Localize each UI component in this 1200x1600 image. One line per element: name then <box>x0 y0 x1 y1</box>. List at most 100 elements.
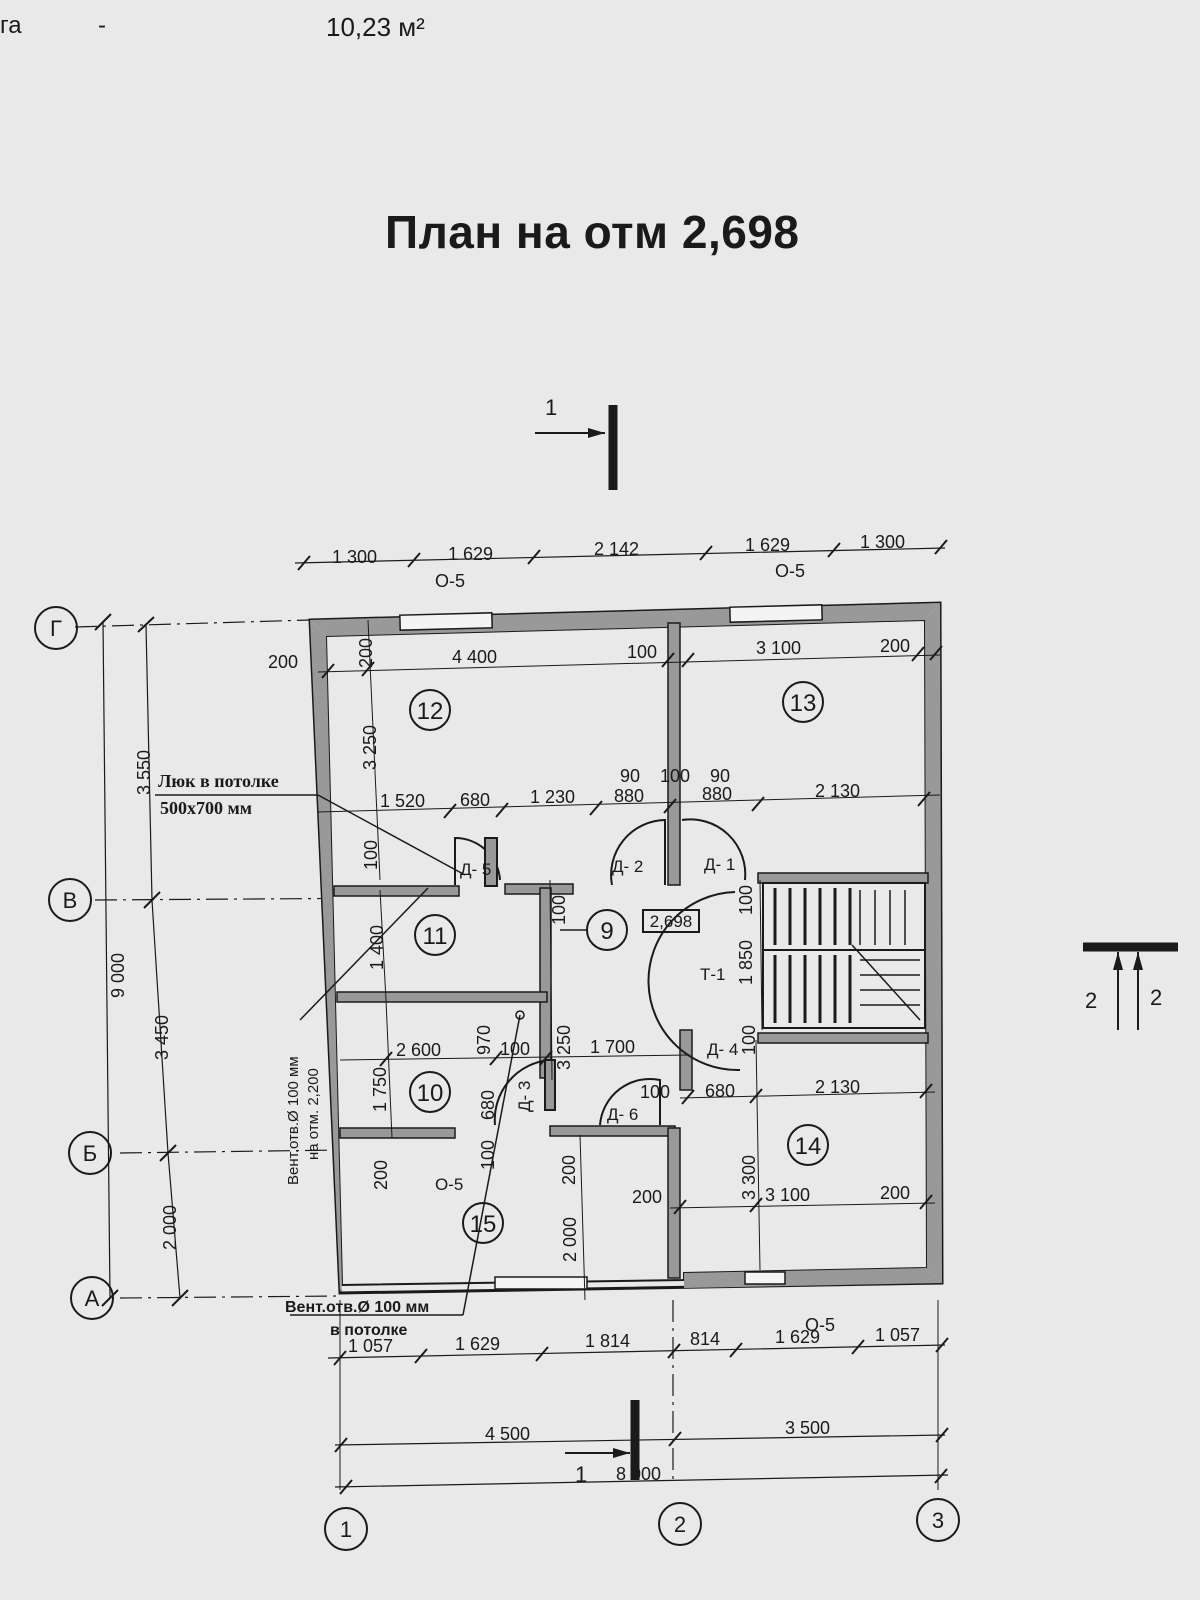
dim-bottom-1629a: 1 629 <box>455 1334 500 1354</box>
top-dimension-chain: 1 300 1 629 2 142 1 629 1 300 О-5 О-5 <box>294 532 948 591</box>
svg-text:680: 680 <box>705 1081 735 1101</box>
room-10: 10 <box>417 1080 444 1107</box>
svg-text:2 000: 2 000 <box>560 1217 580 1262</box>
dim-top-2142: 2 142 <box>594 539 639 559</box>
svg-text:100: 100 <box>500 1039 530 1059</box>
dim-top-1300a: 1 300 <box>332 547 377 567</box>
dim-bottom-1629b: 1 629 <box>775 1327 820 1347</box>
svg-text:1 230: 1 230 <box>530 787 575 807</box>
axis-bubble-3: 3 <box>916 1498 960 1542</box>
svg-text:3 100: 3 100 <box>756 638 801 658</box>
svg-text:1: 1 <box>340 1517 352 1542</box>
axis-bubbles: Г В Б А 1 2 3 <box>34 606 960 1551</box>
svg-text:4 400: 4 400 <box>452 647 497 667</box>
bottom-dimension-chain-2: 4 500 3 500 <box>334 1418 949 1453</box>
dim-bottom-4500: 4 500 <box>485 1424 530 1444</box>
dim-left-2000: 2 000 <box>160 1205 180 1250</box>
room-13: 13 <box>790 690 817 717</box>
room-11: 11 <box>423 923 448 950</box>
axis-bubble-a: А <box>70 1276 114 1320</box>
axis-bubble-1: 1 <box>324 1507 368 1551</box>
plan-title: План на отм 2,698 <box>385 206 800 258</box>
dim-left-3550: 3 550 <box>134 750 154 795</box>
svg-text:200: 200 <box>559 1155 579 1185</box>
wall-d4 <box>679 1029 693 1091</box>
section-mark-top: 1 <box>535 395 618 490</box>
door-d2: Д- 2 <box>612 857 643 876</box>
level-mark: 2,698 <box>560 909 700 933</box>
svg-text:Б: Б <box>83 1141 97 1166</box>
svg-text:200: 200 <box>356 638 376 668</box>
svg-text:1 750: 1 750 <box>370 1067 390 1112</box>
svg-text:90: 90 <box>620 766 640 786</box>
svg-text:3 250: 3 250 <box>554 1025 574 1070</box>
door-swings <box>454 818 747 1126</box>
svg-text:970: 970 <box>474 1025 494 1055</box>
dim-left-total: 9 000 <box>108 953 128 998</box>
section-label-bottom: 1 <box>575 1462 587 1487</box>
svg-text:3 300: 3 300 <box>739 1155 759 1200</box>
note-vent1-level: на отм. 2,200 <box>305 1068 322 1160</box>
svg-text:3 100: 3 100 <box>765 1185 810 1205</box>
svg-text:2,698: 2,698 <box>650 912 693 931</box>
header-fragment: га <box>0 12 22 39</box>
section-mark-right: 2 2 <box>1083 942 1178 1030</box>
note-hatch: Люк в потолке <box>158 771 279 791</box>
door-d3: Д- 3 <box>515 1081 534 1112</box>
section-label-right-b: 2 <box>1150 985 1162 1010</box>
axis-extension-lines <box>339 1300 939 1490</box>
svg-text:100: 100 <box>736 885 756 915</box>
door-d1: Д- 1 <box>704 855 735 874</box>
note-vent2-place: в потолке <box>330 1322 407 1339</box>
room-15: 15 <box>470 1211 497 1238</box>
svg-text:680: 680 <box>478 1090 498 1120</box>
svg-text:100: 100 <box>549 895 569 925</box>
svg-text:880: 880 <box>614 786 644 806</box>
svg-text:В: В <box>63 888 78 913</box>
svg-text:680: 680 <box>460 790 490 810</box>
svg-text:3 250: 3 250 <box>360 725 380 770</box>
window-mark-top-right: О-5 <box>775 561 805 581</box>
svg-text:100: 100 <box>478 1140 498 1170</box>
inner-dim-lines <box>317 619 941 1301</box>
svg-text:2 130: 2 130 <box>815 1077 860 1097</box>
inner-dim-ticks <box>321 645 943 1215</box>
header-dash: - <box>98 12 106 39</box>
svg-text:200: 200 <box>268 652 298 672</box>
stair-label: Т-1 <box>700 965 726 984</box>
section-label-right-a: 2 <box>1085 988 1097 1013</box>
axis-bubble-v: В <box>48 878 92 922</box>
svg-text:100: 100 <box>739 1025 759 1055</box>
room-12: 12 <box>417 698 444 725</box>
interior-walls <box>333 622 929 1279</box>
dim-bottom-1814: 1 814 <box>585 1331 630 1351</box>
dim-top-1629b: 1 629 <box>745 535 790 555</box>
svg-text:1 700: 1 700 <box>590 1037 635 1057</box>
room-9: 9 <box>600 918 613 945</box>
room-labels: 12 13 11 9 10 15 14 <box>409 681 829 1244</box>
wall-stair-14 <box>757 1032 929 1044</box>
note-vent2: Вент.отв.Ø 100 мм <box>285 1299 429 1316</box>
svg-text:880: 880 <box>702 784 732 804</box>
svg-text:2 600: 2 600 <box>396 1040 441 1060</box>
dim-bottom-814: 814 <box>690 1329 720 1349</box>
wall-15-14 <box>667 1127 681 1279</box>
svg-text:Г: Г <box>50 616 62 641</box>
axis-bubble-2: 2 <box>658 1502 702 1546</box>
svg-text:200: 200 <box>632 1187 662 1207</box>
wall-11-10 <box>336 991 548 1003</box>
left-dimension-chains: 9 000 3 550 3 450 2 000 <box>94 613 189 1307</box>
note-vent1: Вент.отв.Ø 100 мм <box>285 1056 302 1185</box>
room-14: 14 <box>795 1133 822 1160</box>
svg-text:200: 200 <box>880 636 910 656</box>
wall-10-15b <box>549 1125 676 1137</box>
dim-bottom-total: 8 000 <box>616 1464 661 1484</box>
wall-13-stair <box>757 872 929 884</box>
axis-bubble-b: Б <box>68 1131 112 1175</box>
dim-bottom-1057b: 1 057 <box>875 1325 920 1345</box>
dim-bottom-3500: 3 500 <box>785 1418 830 1438</box>
notes: Люк в потолке 500х700 мм Вент.отв.Ø 100 … <box>155 771 525 1339</box>
svg-text:1 520: 1 520 <box>380 791 425 811</box>
